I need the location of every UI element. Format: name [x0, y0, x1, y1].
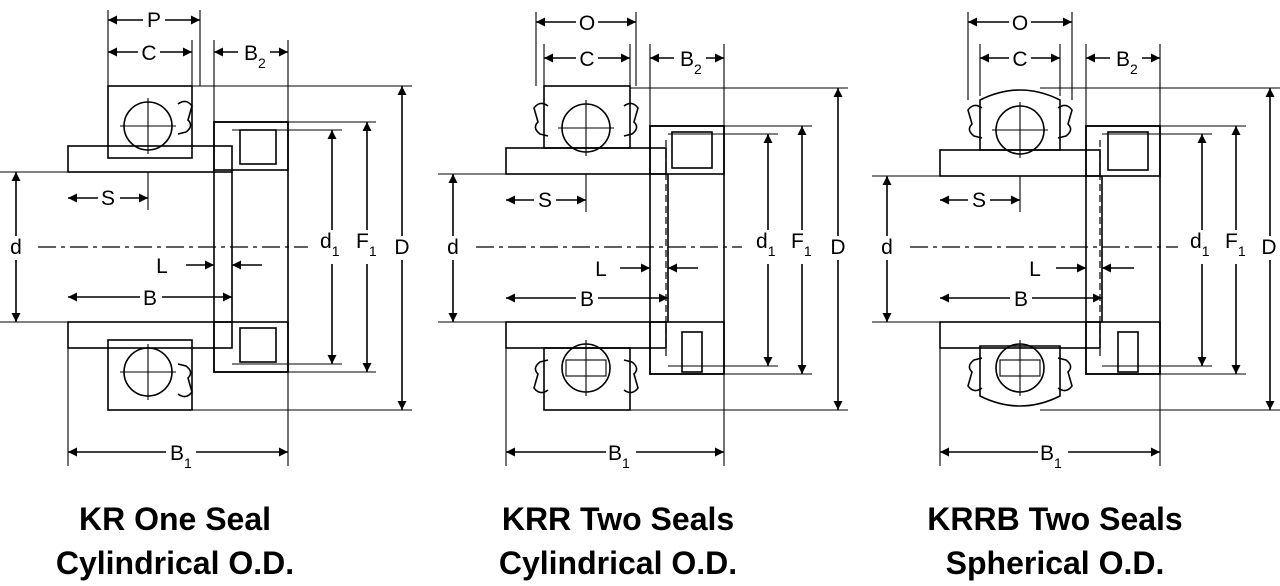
label-d1: d1	[320, 230, 340, 259]
label-d: d	[10, 236, 22, 259]
label-l: L	[595, 258, 607, 281]
label-b1: B1	[1040, 442, 1062, 471]
label-D: D	[1261, 236, 1276, 259]
inner-ring-top	[67, 145, 233, 173]
set-screw	[1117, 331, 1139, 373]
figure-krrb-two-seals: O C B2 S B L B1 d d1 F1 D KRRB Two Seals…	[872, 10, 1280, 581]
label-l: L	[156, 255, 168, 278]
caption-krr-line1: KRR Two Seals	[502, 501, 734, 537]
figure-kr-one-seal: P C B2 S B L B1 d d1 F1 D KR One Seal Cy…	[0, 8, 414, 581]
seal-bottom	[177, 363, 193, 398]
collar-teeth	[1107, 131, 1149, 171]
outer-ring-bottom	[543, 347, 631, 411]
label-d: d	[881, 236, 893, 259]
caption-krr-line2: Cylindrical O.D.	[499, 545, 737, 581]
label-p: P	[147, 9, 161, 32]
locking-collar	[1085, 125, 1161, 375]
seal-right-top	[623, 102, 639, 137]
label-d: d	[447, 236, 459, 259]
seal-left-top	[967, 104, 983, 139]
seal-top	[177, 100, 193, 135]
locking-collar	[649, 125, 725, 375]
label-b1: B1	[608, 442, 630, 471]
seal-left-bottom	[533, 359, 549, 394]
label-d1: d1	[1190, 230, 1210, 259]
seal-left-top	[533, 102, 549, 137]
label-s: S	[538, 189, 552, 212]
label-s: S	[972, 189, 986, 212]
caption-krrb-line2: Spherical O.D.	[946, 545, 1165, 581]
label-b2: B2	[1116, 48, 1138, 77]
outer-ring-top-spherical	[979, 89, 1061, 151]
collar-teeth-top	[239, 129, 277, 165]
outer-ring-top	[543, 85, 631, 149]
label-b: B	[580, 288, 594, 311]
figure-krr-two-seals: O C B2 S B L B1 d d1 F1 D KRR Two Seals …	[438, 10, 850, 581]
seal-right-bottom	[1057, 357, 1073, 392]
collar-teeth-bottom	[239, 327, 277, 363]
caption-krrb-line1: KRRB Two Seals	[927, 501, 1182, 537]
label-b: B	[1014, 288, 1028, 311]
outer-ring-bottom-spherical	[979, 345, 1061, 407]
label-D: D	[394, 236, 409, 259]
inner-ring-bottom	[67, 321, 233, 349]
label-b: B	[143, 287, 157, 310]
label-c: C	[1012, 48, 1027, 71]
label-d1: d1	[756, 230, 776, 259]
label-o: O	[1012, 12, 1028, 35]
label-b2: B2	[680, 48, 702, 77]
label-o: O	[579, 12, 595, 35]
label-s: S	[101, 187, 115, 210]
seal-right-top	[1057, 104, 1073, 139]
label-f1: F1	[791, 230, 812, 259]
label-l: L	[1029, 258, 1041, 281]
label-b1: B1	[170, 442, 192, 471]
label-b2: B2	[244, 42, 266, 71]
caption-kr-line2: Cylindrical O.D.	[56, 545, 294, 581]
label-f1: F1	[356, 230, 377, 259]
caption-kr-line1: KR One Seal	[79, 501, 271, 537]
label-c: C	[141, 42, 156, 65]
collar-teeth	[671, 131, 713, 169]
outer-ring-top	[107, 85, 193, 159]
outer-ring-bottom	[107, 339, 193, 411]
seal-right-bottom	[623, 359, 639, 394]
label-D: D	[830, 236, 845, 259]
set-screw	[681, 331, 703, 373]
label-f1: F1	[1225, 230, 1246, 259]
seal-left-bottom	[967, 357, 983, 392]
label-c: C	[579, 48, 594, 71]
